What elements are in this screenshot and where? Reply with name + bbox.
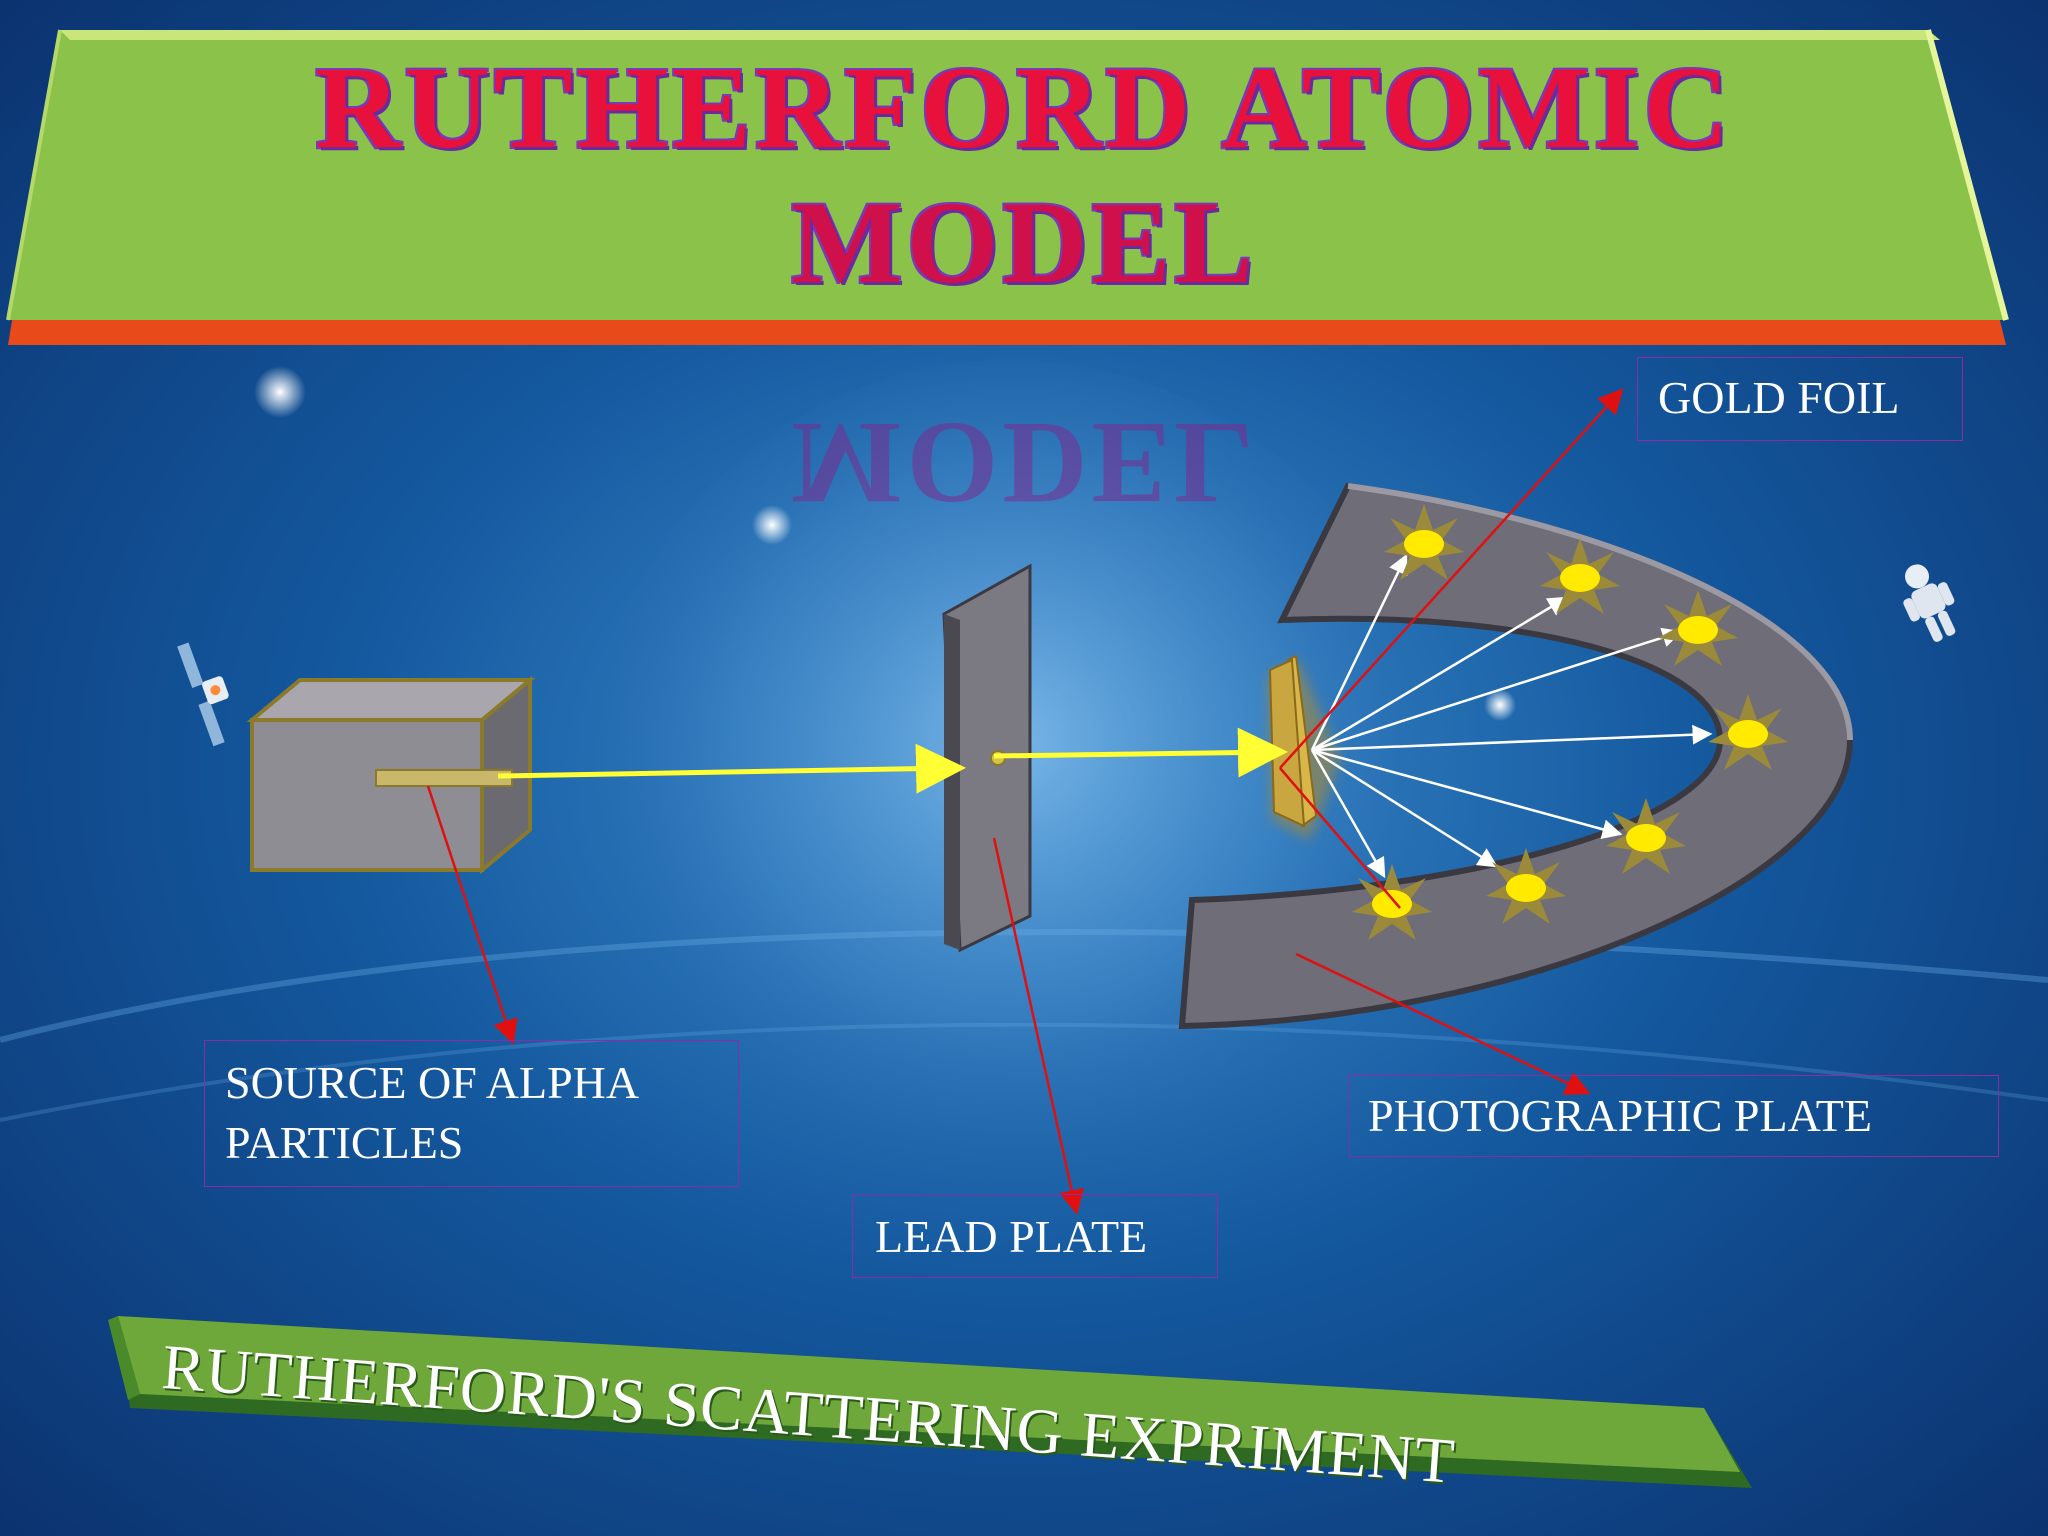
gold-foil <box>1268 654 1340 840</box>
flash-markers <box>1352 504 1788 940</box>
title-banner <box>6 29 2009 345</box>
pointer-photographic-plate <box>1295 952 1591 1095</box>
flash-3 <box>1658 590 1738 666</box>
flash-1 <box>1384 504 1464 580</box>
flash-4 <box>1708 694 1788 770</box>
label-lead-plate-text: LEAD PLATE <box>875 1211 1148 1262</box>
flash-2 <box>1540 538 1620 614</box>
satellite-icon <box>177 642 229 747</box>
label-lead-plate: LEAD PLATE <box>852 1194 1218 1278</box>
alpha-beam-1 <box>497 743 966 794</box>
scattered-rays <box>1310 553 1713 879</box>
label-photographic-plate: PHOTOGRAPHIC PLATE <box>1349 1075 1999 1157</box>
alpha-beam-2 <box>993 727 1288 778</box>
flash-5 <box>1606 798 1686 874</box>
pointer-gold-foil-2 <box>1279 767 1401 909</box>
title-line-2: MODEL <box>791 177 1257 308</box>
alpha-source-box <box>246 675 536 875</box>
label-gold-foil: GOLD FOIL <box>1637 357 1963 441</box>
pointer-arrows <box>426 388 1624 1215</box>
label-source-of-alpha-particles: SOURCE OF ALPHA PARTICLES <box>204 1040 739 1187</box>
astronaut-icon <box>1903 564 1956 642</box>
flash-6 <box>1486 848 1566 924</box>
label-source-line-2: PARTICLES <box>225 1117 464 1168</box>
label-source-line-1: SOURCE OF ALPHA <box>225 1057 640 1108</box>
pointer-lead-plate <box>992 837 1084 1215</box>
label-gold-foil-text: GOLD FOIL <box>1658 372 1900 423</box>
pointer-gold-foil <box>1279 388 1624 769</box>
pointer-source <box>426 785 518 1045</box>
label-photographic-plate-text: PHOTOGRAPHIC PLATE <box>1368 1090 1872 1141</box>
title-line-1: RUTHERFORD ATOMIC <box>315 42 1733 173</box>
flash-7 <box>1352 864 1432 940</box>
